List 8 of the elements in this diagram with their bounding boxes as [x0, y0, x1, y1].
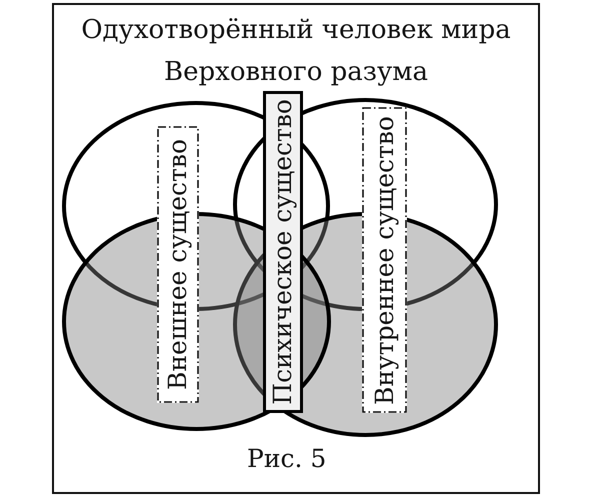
dash-dot-frame — [157, 126, 199, 403]
dash-dot-frame — [362, 107, 407, 413]
vertical-label: Внешнее существо — [164, 139, 192, 390]
figure-caption: Рис. 5 — [247, 443, 326, 475]
vertical-label: Внутреннее существо — [370, 116, 398, 404]
vertical-label: Психическое существо — [269, 99, 297, 405]
diagram-title: Одухотворённый человек мира Верховного разума — [80, 14, 512, 89]
label-panel — [263, 91, 303, 413]
